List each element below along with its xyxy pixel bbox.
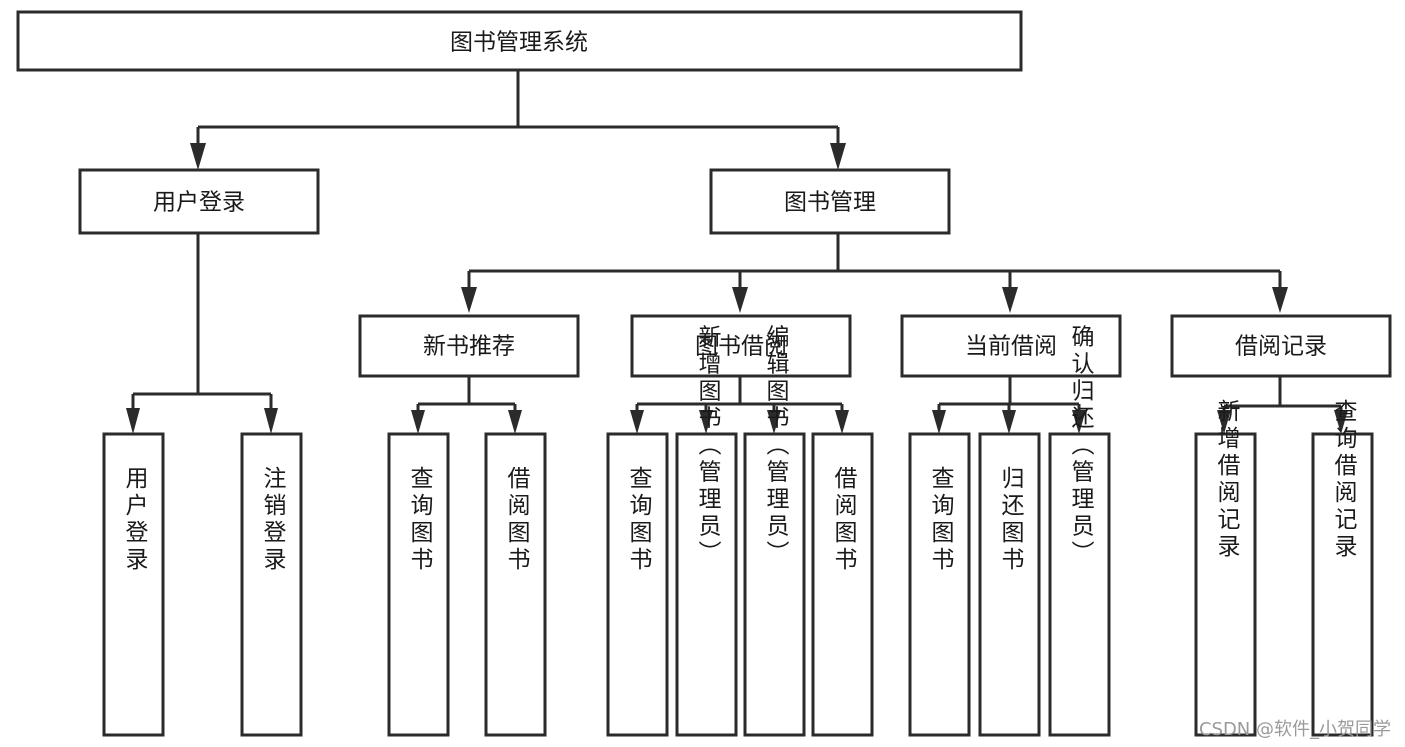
node-leaf-query-book-1[interactable]: 查询图书: [387, 432, 450, 737]
node-leaf-query-book-3[interactable]: 查询图书: [908, 432, 971, 737]
root-label: 图书管理系统: [450, 30, 588, 56]
node-leaf-add-book[interactable]: 新增图书（管理员）: [675, 325, 738, 737]
leaf-borrow-book-2-box[interactable]: [811, 432, 874, 737]
node-borrow-record[interactable]: 借阅记录: [1170, 314, 1392, 378]
leaf-query-record-label: 查询借阅记录: [1330, 399, 1358, 561]
new-book-recommend-label: 新书推荐: [423, 334, 515, 360]
borrow-record-label: 借阅记录: [1235, 334, 1327, 360]
new-book-recommend-box[interactable]: [358, 314, 580, 378]
leaf-add-record-label: 新增借阅记录: [1213, 399, 1241, 561]
leaf-user-logout-label: 注销登录: [259, 466, 287, 574]
arrow-head-leaf-user-logout: [264, 408, 278, 434]
arrow-head-leaf-query-book-1: [411, 410, 425, 434]
arrow-head-book-borrow: [732, 287, 748, 313]
leaf-user-login-label: 用户登录: [121, 466, 149, 574]
leaf-edit-book-box[interactable]: [743, 432, 806, 737]
node-leaf-add-record[interactable]: 新增借阅记录: [1194, 399, 1257, 737]
connectors-layer: [126, 70, 1348, 434]
leaf-query-book-2-box[interactable]: [606, 432, 669, 737]
book-borrow-label: 图书借阅: [695, 334, 787, 360]
node-leaf-borrow-book-2[interactable]: 借阅图书: [811, 432, 874, 737]
leaf-query-book-2-label: 查询图书: [625, 466, 653, 574]
node-current-borrow[interactable]: 当前借阅: [900, 314, 1122, 378]
arrow-head-new-book-recommend: [461, 287, 477, 313]
leaf-query-book-1-label: 查询图书: [406, 466, 434, 574]
leaf-user-login-box[interactable]: [102, 432, 165, 737]
arrow-head-leaf-return-book: [1002, 410, 1016, 434]
arrow-head-current-borrow: [1002, 287, 1018, 313]
arrow-head-leaf-user-login: [126, 408, 140, 434]
arrow-head-leaf-confirm-return: [1072, 410, 1086, 434]
arrow-head-user-login: [190, 143, 206, 170]
node-leaf-borrow-book-1[interactable]: 借阅图书: [484, 432, 547, 737]
borrow-record-box[interactable]: [1170, 314, 1392, 378]
current-borrow-label: 当前借阅: [965, 334, 1057, 360]
arrow-head-leaf-borrow-book-1: [508, 410, 522, 434]
leaf-add-book-label: 新增图书（管理员）: [694, 325, 722, 568]
leaf-confirm-return-label: 确认归还（管理员）: [1067, 325, 1095, 568]
leaf-query-record-box[interactable]: [1311, 432, 1374, 737]
leaf-add-record-box[interactable]: [1194, 432, 1257, 737]
arrow-head-leaf-add-book: [699, 410, 713, 434]
leaf-query-book-3-label: 查询图书: [927, 466, 955, 574]
leaf-query-book-3-box[interactable]: [908, 432, 971, 737]
root-box[interactable]: [16, 10, 1023, 72]
node-leaf-confirm-return[interactable]: 确认归还（管理员）: [1048, 325, 1111, 737]
leaf-confirm-return-box[interactable]: [1048, 432, 1111, 737]
node-root[interactable]: 图书管理系统: [16, 10, 1023, 72]
arrow-head-leaf-edit-book: [767, 410, 781, 434]
leaf-borrow-book-2-label: 借阅图书: [830, 466, 858, 574]
leaf-borrow-book-1-box[interactable]: [484, 432, 547, 737]
user-login-label: 用户登录: [153, 190, 245, 216]
book-management-label: 图书管理: [784, 190, 876, 216]
arrow-head-book-management: [830, 143, 846, 170]
leaf-query-book-1-box[interactable]: [387, 432, 450, 737]
arrow-head-leaf-add-record: [1217, 410, 1231, 434]
node-new-book-recommend[interactable]: 新书推荐: [358, 314, 580, 378]
leaf-return-book-label: 归还图书: [997, 466, 1025, 574]
node-leaf-query-record[interactable]: 查询借阅记录: [1311, 399, 1374, 737]
leaf-user-logout-box[interactable]: [240, 432, 303, 737]
book-borrow-box[interactable]: [630, 314, 852, 378]
arrow-head-leaf-query-book-3: [932, 410, 946, 434]
node-leaf-user-logout[interactable]: 注销登录: [240, 432, 303, 737]
node-book-borrow[interactable]: 图书借阅: [630, 314, 852, 378]
leaf-return-book-box[interactable]: [978, 432, 1041, 737]
leaf-borrow-book-1-label: 借阅图书: [503, 466, 531, 574]
node-user-login[interactable]: 用户登录: [78, 168, 320, 235]
arrow-head-leaf-borrow-book-2: [835, 410, 849, 434]
arrow-head-leaf-query-record: [1334, 410, 1348, 434]
node-leaf-user-login[interactable]: 用户登录: [102, 432, 165, 737]
node-leaf-return-book[interactable]: 归还图书: [978, 432, 1041, 737]
leaf-add-book-box[interactable]: [675, 432, 738, 737]
arrow-head-borrow-record: [1272, 287, 1288, 313]
leaf-edit-book-label: 编辑图书（管理员）: [762, 325, 790, 568]
node-leaf-query-book-2[interactable]: 查询图书: [606, 432, 669, 737]
node-book-management[interactable]: 图书管理: [709, 168, 951, 235]
book-management-box[interactable]: [709, 168, 951, 235]
arrow-head-leaf-query-book-2: [630, 410, 644, 434]
user-login-box[interactable]: [78, 168, 320, 235]
node-leaf-edit-book[interactable]: 编辑图书（管理员）: [743, 325, 806, 737]
current-borrow-box[interactable]: [900, 314, 1122, 378]
